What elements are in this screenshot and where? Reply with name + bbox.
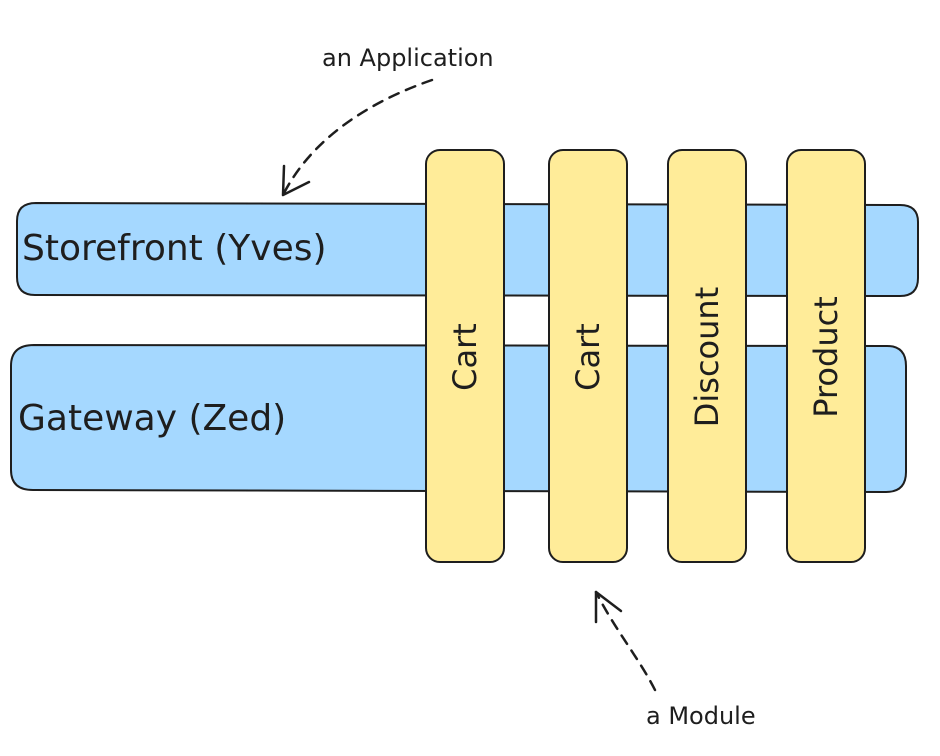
module-cart-2-column — [548, 149, 628, 563]
module-cart-1: Cart — [425, 149, 505, 563]
module-cart-1-label: Cart — [446, 323, 484, 391]
module-annotation: a Module — [594, 590, 756, 730]
module-annotation-label: a Module — [646, 702, 756, 730]
application-gateway-label: Gateway (Zed) — [18, 398, 286, 439]
module-cart-2-label: Cart — [569, 323, 607, 391]
module-cart-1-column — [425, 149, 505, 563]
module-discount-column — [667, 149, 747, 563]
module-annotation-arrowhead — [594, 590, 623, 624]
module-cart-2: Cart — [548, 149, 628, 563]
application-storefront-label: Storefront (Yves) — [22, 228, 327, 269]
module-discount: Discount — [667, 149, 747, 563]
application-annotation-arrowhead — [281, 164, 311, 197]
module-discount-label: Discount — [688, 287, 726, 427]
application-annotation: an Application — [281, 44, 494, 197]
module-product-label: Product — [807, 296, 845, 418]
module-product-column — [786, 149, 866, 563]
application-annotation-arrow — [281, 78, 434, 197]
module-annotation-arrow — [594, 590, 657, 692]
application-annotation-label: an Application — [322, 44, 494, 72]
module-product: Product — [786, 149, 866, 563]
